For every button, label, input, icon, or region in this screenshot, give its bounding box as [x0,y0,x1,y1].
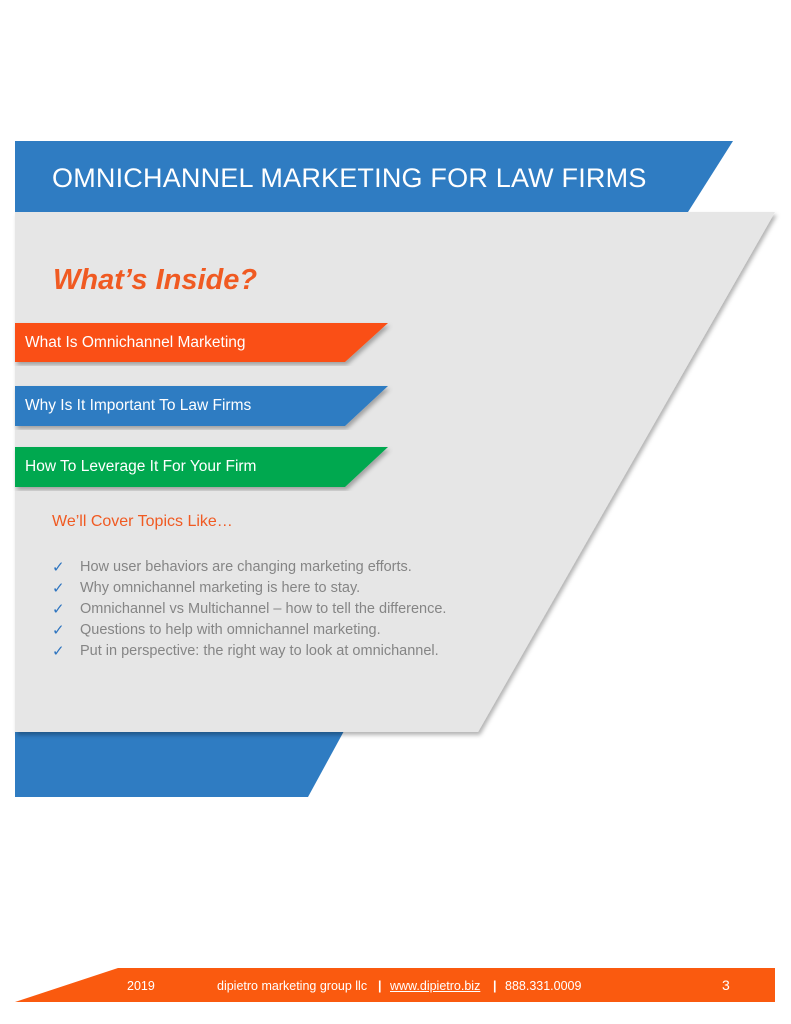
list-item: ✓ Why omnichannel marketing is here to st… [52,578,446,599]
list-item: ✓ Questions to help with omnichannel mark… [52,619,446,640]
page-number: 3 [722,977,730,993]
section-label-why-important: Why Is It Important To Law Firms [25,397,252,414]
footer-website-link[interactable]: www.dipietro.biz [390,979,481,993]
header-banner [15,141,733,212]
checkmark-icon: ✓ [52,621,65,639]
section-label-what-is: What Is Omnichannel Marketing [25,334,246,351]
section-banner-2 [15,386,388,426]
topics-list: ✓ How user behaviors are changing marketi… [52,557,446,661]
footer-phone: 888.331.0009 [505,979,582,993]
topics-heading: We’ll Cover Topics Like… [52,513,233,530]
footer-year: 2019 [127,979,155,993]
topic-text: Put in perspective: the right way to loo… [80,642,439,659]
page-title: OMNICHANNEL MARKETING FOR LAW FIRMS [52,163,647,193]
checkmark-icon: ✓ [52,559,65,577]
footer-bar [15,968,775,1002]
footer-company: dipietro marketing group llc [217,979,368,993]
section-heading: What’s Inside? [53,264,258,296]
checkmark-icon: ✓ [52,580,65,598]
footer-separator: | [493,979,497,993]
section-label-how-to-leverage: How To Leverage It For Your Firm [25,458,257,475]
topic-text: Omnichannel vs Multichannel – how to tel… [80,600,447,617]
section-banner-1 [15,323,388,362]
list-item: ✓ How user behaviors are changing marketi… [52,557,446,578]
bottom-blue-shape [15,720,350,797]
topic-text: Questions to help with omnichannel marke… [80,621,381,638]
topic-text: How user behaviors are changing marketin… [80,559,412,576]
section-banner-3 [15,447,388,487]
list-item: ✓ Put in perspective: the right way to lo… [52,640,446,661]
list-item: ✓ Omnichannel vs Multichannel – how to te… [52,599,446,620]
topic-text: Why omnichannel marketing is here to sta… [80,580,361,597]
checkmark-icon: ✓ [52,642,65,660]
checkmark-icon: ✓ [52,600,65,618]
footer-separator: | [378,979,382,993]
